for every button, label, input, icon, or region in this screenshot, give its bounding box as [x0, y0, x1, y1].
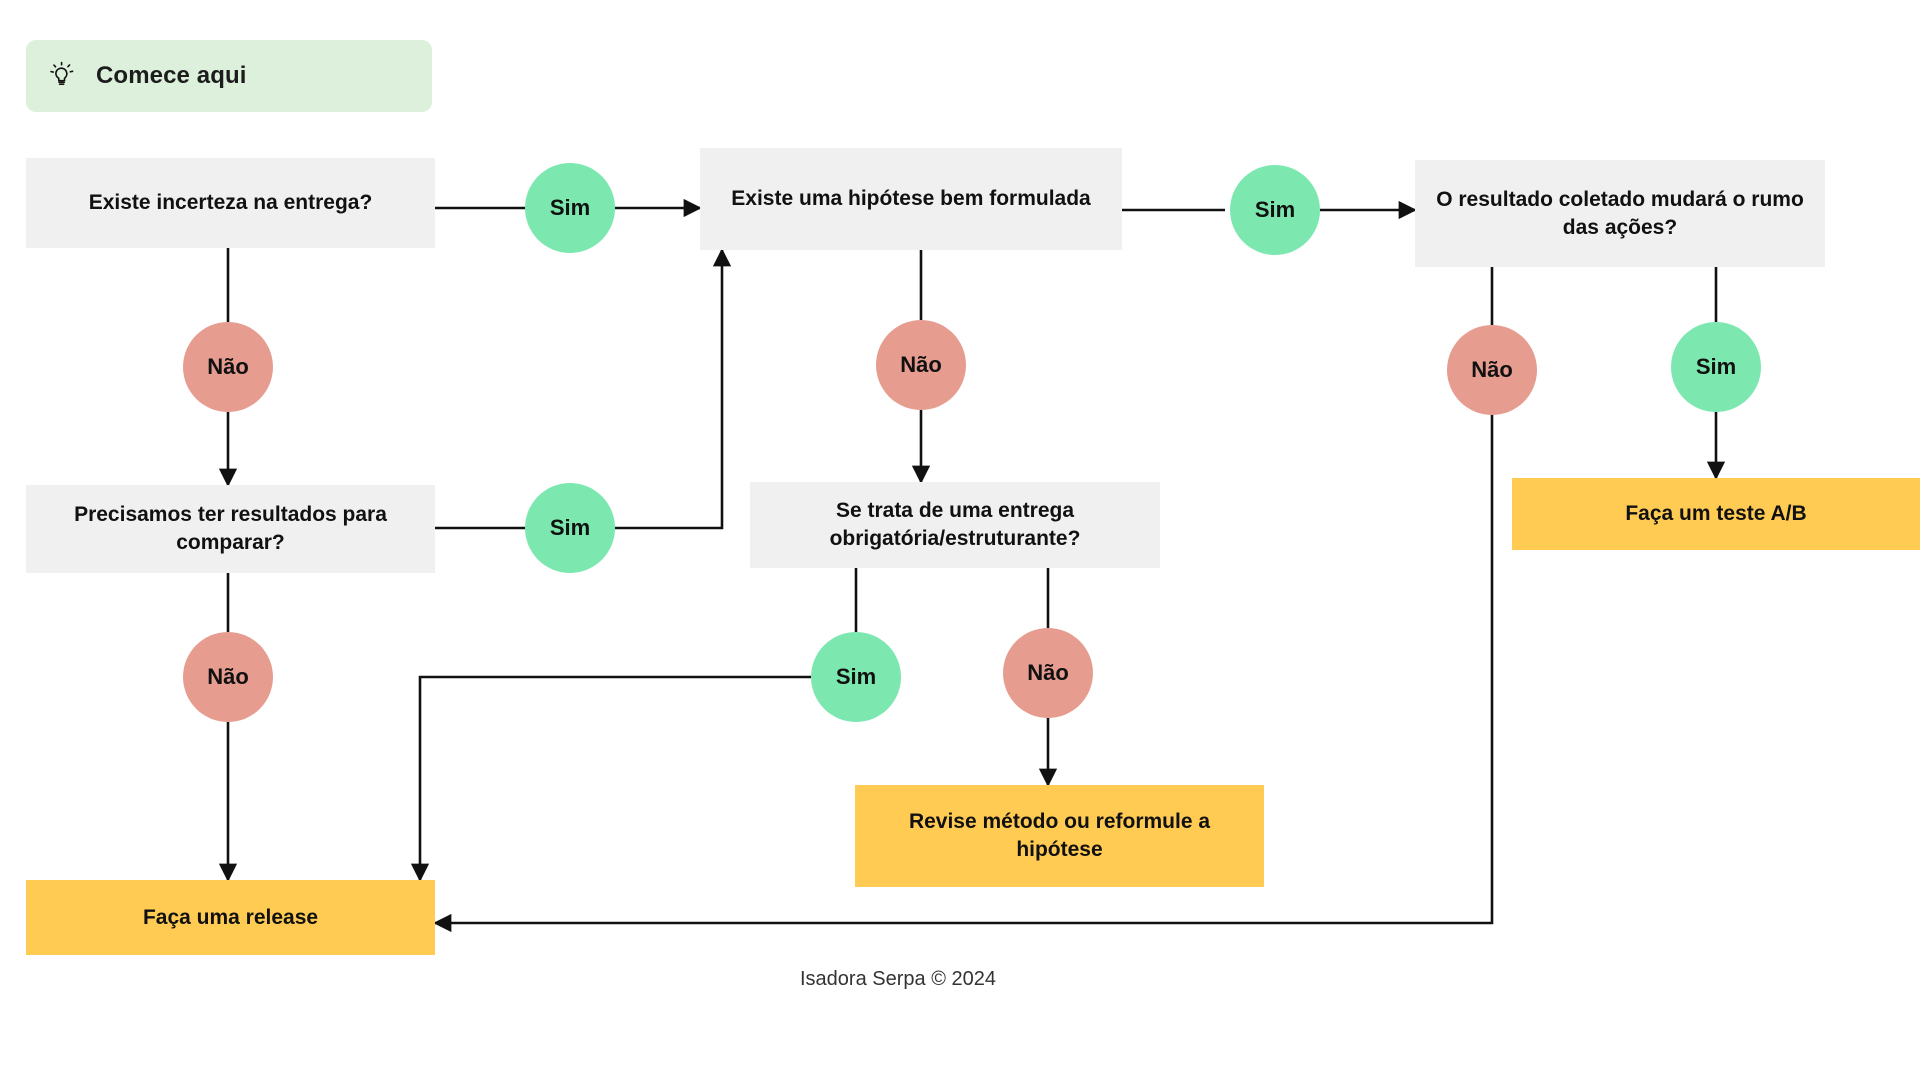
question-box-mandatory-delivery[interactable]: Se trata de uma entrega obrigatória/estr…	[750, 482, 1160, 568]
start-banner-label: Comece aqui	[96, 62, 247, 89]
lightbulb-icon	[50, 61, 74, 86]
outcome-box-ab-test[interactable]: Faça um teste A/B	[1512, 478, 1920, 550]
wire-compare-yes-to-hypothesis	[615, 248, 732, 530]
edge-label-uncertainty-yes: Sim	[549, 195, 591, 220]
question-label-hypothesis: Existe uma hipótese bem formulada	[731, 187, 1091, 211]
outcome-box-revise[interactable]: Revise método ou reformule a hipótese	[855, 785, 1264, 887]
edge-label-compare-results-yes: Sim	[549, 515, 591, 540]
start-banner: Comece aqui	[26, 40, 432, 112]
outcome-label-revise: Revise método ou reformule a hipótese	[908, 810, 1211, 861]
edge-circle-mandatory-no[interactable]: Não	[1003, 628, 1093, 718]
edge-label-compare-results-no: Não	[207, 664, 249, 689]
edge-circle-outcome-changes-yes[interactable]: Sim	[1671, 322, 1761, 412]
edge-label-hypothesis-yes: Sim	[1254, 197, 1296, 222]
edge-circle-hypothesis-yes[interactable]: Sim	[1230, 165, 1320, 255]
question-box-uncertainty[interactable]: Existe incerteza na entrega?	[26, 158, 435, 248]
question-label-mandatory-delivery: Se trata de uma entrega obrigatória/estr…	[829, 499, 1081, 550]
edge-circle-uncertainty-no[interactable]: Não	[183, 322, 273, 412]
edge-circle-hypothesis-no[interactable]: Não	[876, 320, 966, 410]
footer-credit: Isadora Serpa © 2024	[800, 968, 996, 990]
edge-label-mandatory-no: Não	[1027, 660, 1069, 685]
question-box-compare-results[interactable]: Precisamos ter resultados para comparar?	[26, 485, 435, 573]
question-label-uncertainty: Existe incerteza na entrega?	[88, 191, 373, 215]
edge-circle-compare-results-no[interactable]: Não	[183, 632, 273, 722]
outcome-label-ab-test: Faça um teste A/B	[1625, 502, 1807, 526]
question-label-outcome-changes: O resultado coletado mudará o rumo das a…	[1436, 187, 1804, 239]
edge-label-hypothesis-no: Não	[900, 352, 942, 377]
edge-label-outcome-changes-yes: Sim	[1695, 354, 1737, 379]
question-box-hypothesis[interactable]: Existe uma hipótese bem formulada	[700, 148, 1122, 250]
edge-label-uncertainty-no: Não	[207, 354, 249, 379]
edge-label-mandatory-yes: Sim	[835, 664, 877, 689]
question-label-compare-results: Precisamos ter resultados para comparar?	[74, 503, 387, 554]
edge-label-outcome-changes-no: Não	[1471, 357, 1513, 382]
edge-circle-mandatory-yes[interactable]: Sim	[811, 632, 901, 722]
edge-circle-compare-results-yes[interactable]: Sim	[525, 483, 615, 573]
edge-circle-outcome-changes-no[interactable]: Não	[1447, 325, 1537, 415]
outcome-label-release: Faça uma release	[142, 905, 319, 929]
question-box-outcome-changes[interactable]: O resultado coletado mudará o rumo das a…	[1415, 160, 1825, 267]
edge-circle-uncertainty-yes[interactable]: Sim	[525, 163, 615, 253]
outcome-box-release[interactable]: Faça uma release	[26, 880, 435, 955]
wire-mandatory-yes-to-release	[410, 675, 811, 882]
